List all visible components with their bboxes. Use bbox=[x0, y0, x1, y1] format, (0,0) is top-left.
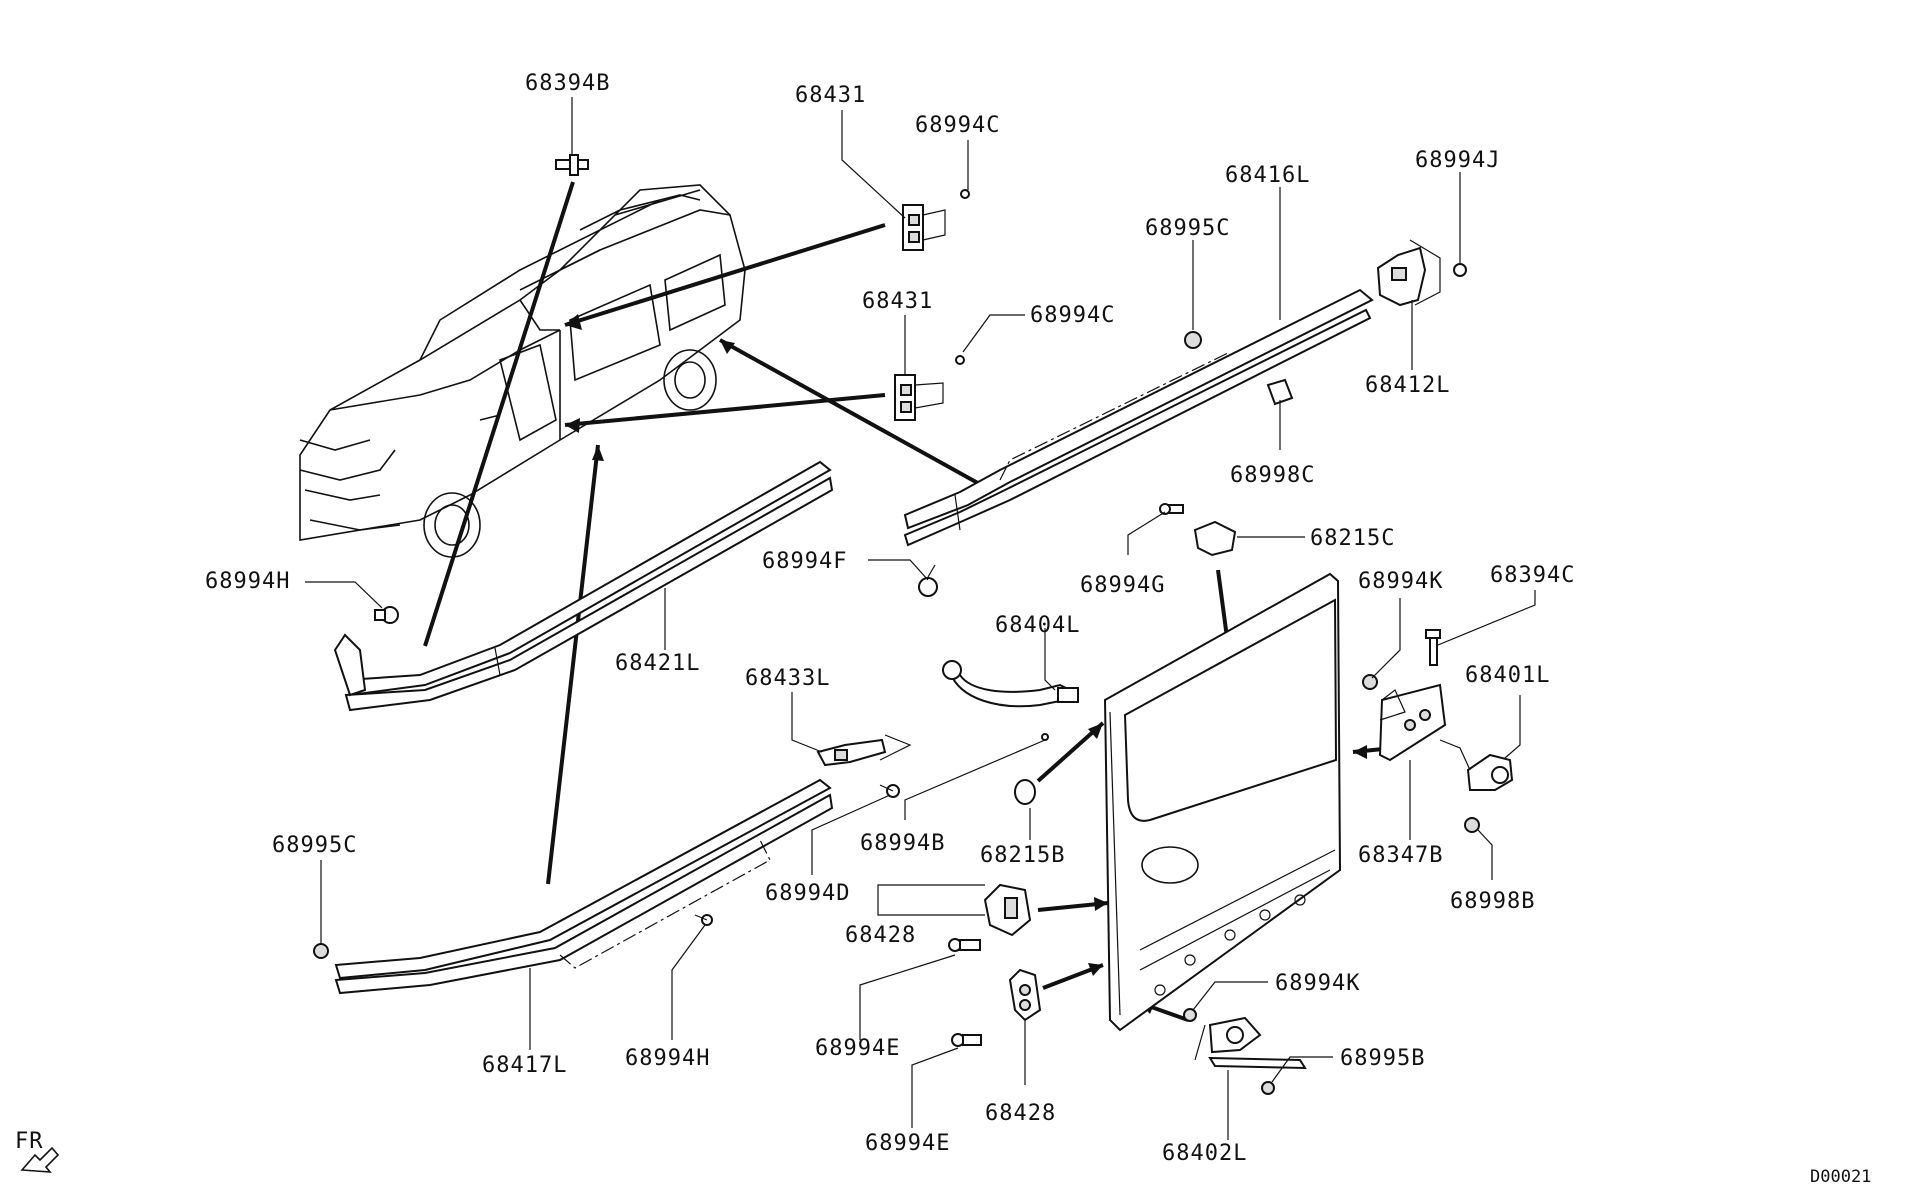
nut-68995C-top bbox=[1184, 331, 1202, 349]
label-68404L: 68404L bbox=[995, 613, 1080, 638]
label-68994H-left: 68994H bbox=[205, 569, 290, 594]
hinge-68428-top bbox=[983, 883, 1032, 937]
handle-68404L bbox=[942, 660, 1079, 741]
screw-68994H-left bbox=[374, 606, 399, 624]
bracket-68431-top bbox=[902, 189, 970, 251]
roller-68402L bbox=[1194, 1016, 1307, 1070]
label-68431-mid: 68431 bbox=[862, 289, 933, 314]
nut-68995C-left bbox=[313, 943, 329, 959]
label-68995B: 68995B bbox=[1340, 1046, 1425, 1071]
diagram-code: D00021 bbox=[1810, 1167, 1871, 1187]
label-68394C: 68394C bbox=[1490, 563, 1575, 588]
label-68994G: 68994G bbox=[1080, 573, 1165, 598]
label-68428-bottom: 68428 bbox=[985, 1101, 1056, 1126]
label-68994F: 68994F bbox=[762, 549, 847, 574]
label-68215C: 68215C bbox=[1310, 526, 1395, 551]
label-68998B: 68998B bbox=[1450, 889, 1535, 914]
screw-68994H-bottom bbox=[694, 914, 713, 926]
screw-68994K-bottom bbox=[1183, 1008, 1197, 1022]
bolt-68394C bbox=[1425, 629, 1441, 666]
screw-68994F bbox=[918, 564, 938, 597]
arrow-front-icon bbox=[20, 1146, 60, 1173]
screw-68994E-bottom bbox=[951, 1033, 982, 1047]
bracket-68433L bbox=[816, 734, 912, 767]
bracket-68412L bbox=[1376, 239, 1467, 307]
label-68428-top: 68428 bbox=[845, 923, 916, 948]
label-68995C-left: 68995C bbox=[272, 833, 357, 858]
label-68994E-bottom: 68994E bbox=[865, 1131, 950, 1156]
label-68433L: 68433L bbox=[745, 666, 830, 691]
plate-68347B bbox=[1378, 683, 1447, 762]
rail-68421L bbox=[333, 460, 834, 712]
bumper-68215B bbox=[1014, 779, 1036, 805]
label-68994K-top: 68994K bbox=[1358, 569, 1443, 594]
rail-68416L bbox=[903, 288, 1374, 547]
label-68417L: 68417L bbox=[482, 1053, 567, 1078]
label-68994E-mid: 68994E bbox=[815, 1036, 900, 1061]
screw-68994B bbox=[879, 784, 900, 798]
direction-label: FR bbox=[15, 1129, 44, 1154]
part-labels: 68394B 68431 68994C 68416L 68994J 68995C… bbox=[15, 71, 1871, 1187]
label-68394B: 68394B bbox=[525, 71, 610, 96]
label-68994D: 68994D bbox=[765, 881, 850, 906]
leader-lines bbox=[305, 97, 1536, 1140]
label-68402L: 68402L bbox=[1162, 1141, 1247, 1166]
label-68994H-bottom: 68994H bbox=[625, 1046, 710, 1071]
label-68998C: 68998C bbox=[1230, 463, 1315, 488]
bolt-68394B bbox=[555, 154, 589, 176]
nut-68995B bbox=[1261, 1081, 1275, 1095]
label-68994J: 68994J bbox=[1415, 148, 1500, 173]
label-68401L: 68401L bbox=[1465, 663, 1550, 688]
roller-68215C bbox=[1159, 503, 1237, 557]
guide-68417L bbox=[334, 778, 834, 995]
label-68421L: 68421L bbox=[615, 651, 700, 676]
label-68994C-mid: 68994C bbox=[1030, 303, 1115, 328]
clip-68998B bbox=[1464, 817, 1480, 833]
label-68994K-bottom: 68994K bbox=[1275, 971, 1360, 996]
hinge-68428-bottom bbox=[1008, 968, 1042, 1022]
label-68994C-top: 68994C bbox=[915, 113, 1000, 138]
label-68431-top: 68431 bbox=[795, 83, 866, 108]
label-68416L: 68416L bbox=[1225, 163, 1310, 188]
label-68412L: 68412L bbox=[1365, 373, 1450, 398]
bracket-68431-mid bbox=[894, 355, 965, 421]
screw-68994E-mid bbox=[948, 938, 981, 952]
label-68215B: 68215B bbox=[980, 843, 1065, 868]
label-68347B: 68347B bbox=[1358, 843, 1443, 868]
label-68994B: 68994B bbox=[860, 831, 945, 856]
van-outline bbox=[299, 184, 746, 558]
clip-68998C bbox=[1266, 378, 1294, 406]
screw-68994K-top bbox=[1362, 674, 1378, 690]
roller-68401L bbox=[1439, 739, 1514, 791]
door-panel bbox=[1103, 572, 1342, 1032]
label-68995C-top: 68995C bbox=[1145, 216, 1230, 241]
